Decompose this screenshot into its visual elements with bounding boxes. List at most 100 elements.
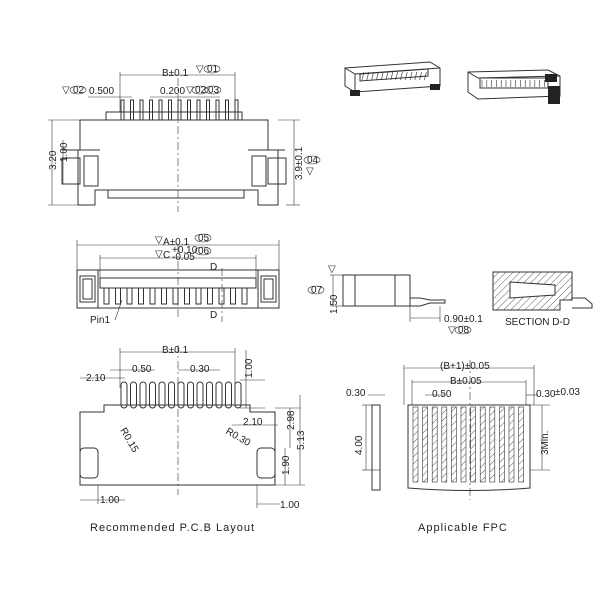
pcb-pad — [158, 381, 166, 409]
section-d-top: D — [210, 262, 217, 273]
fpc-finger — [518, 406, 524, 483]
iso-pin — [385, 71, 389, 81]
pcb-pad — [206, 381, 213, 409]
svg-text:▽: ▽ — [306, 166, 314, 177]
pcb-h1: 2.98 — [286, 410, 297, 430]
dim-a-note: 05 — [198, 233, 210, 244]
fpc-finger — [431, 406, 438, 483]
front-pin — [187, 99, 191, 121]
front-height-right-note: 04 — [307, 155, 319, 166]
dim-c: C — [163, 250, 170, 261]
dim-a: A±0.1 — [163, 237, 189, 248]
fpc-inner: B±0.05 — [450, 376, 482, 387]
fpc-finger — [460, 406, 467, 483]
front-top-note: 01 — [207, 64, 219, 75]
pcb-layout: B±0.1 2.10 0.50 0.30 1.00 R0.15 R0.30 2.… — [79, 345, 307, 534]
top-pin — [138, 287, 144, 305]
pcb-bottom-left: 1.00 — [100, 495, 120, 506]
top-pin — [195, 287, 202, 305]
front-pin — [130, 99, 134, 121]
iso-pin — [390, 71, 394, 81]
fpc-thickness-left: 0.30 — [346, 388, 366, 399]
top-pin — [207, 287, 213, 305]
fpc-finger — [479, 406, 486, 483]
pcb-pad — [215, 381, 223, 409]
front-pin — [196, 99, 201, 121]
svg-text:▽: ▽ — [186, 85, 194, 96]
dim-c-note: 06 — [198, 246, 210, 257]
pcb-h3: 1.90 — [281, 455, 292, 475]
pcb-pad — [168, 381, 175, 409]
pitch-right-note-2: 03 — [208, 85, 220, 96]
fpc-thickness-right-tol: ±0.03 — [555, 387, 580, 398]
front-pin — [168, 99, 172, 121]
svg-text:▽: ▽ — [62, 85, 70, 96]
dim-c-tol-plus: +0.10 — [172, 245, 198, 256]
pcb-pad — [149, 381, 156, 409]
iso-view-1 — [344, 61, 441, 96]
fpc-finger — [499, 406, 505, 483]
iso-pin — [400, 71, 403, 81]
fpc-finger — [470, 406, 476, 483]
iso-pin — [409, 71, 413, 81]
pcb-radius-left: R0.15 — [117, 426, 140, 455]
fpc-finger — [451, 406, 457, 483]
pcb-pad — [196, 381, 204, 409]
top-pin — [161, 287, 167, 305]
top-pin — [218, 287, 225, 305]
fpc-finger — [441, 406, 448, 483]
fpc-finger — [422, 406, 428, 483]
pcb-pad-len: 1.00 — [244, 358, 255, 378]
pcb-left-dim: 2.10 — [86, 373, 106, 384]
fpc-finger — [508, 406, 515, 483]
front-pin — [225, 99, 229, 121]
fpc-caption: Applicable FPC — [418, 522, 508, 534]
section-d-bottom: D — [210, 310, 217, 321]
fpc-length: 4.00 — [354, 435, 365, 455]
dim-c-tol-minus: -0.05 — [172, 252, 195, 263]
section-d-d: SECTION D-D — [492, 271, 593, 328]
side-note-07: 07 — [311, 285, 323, 296]
front-pin — [149, 99, 153, 121]
section-label: SECTION D-D — [505, 317, 570, 328]
pcb-pad — [139, 381, 147, 409]
pcb-pitch-right: 0.30 — [190, 364, 210, 375]
pcb-bottom-right: 1.00 — [280, 500, 300, 511]
front-pin — [120, 99, 125, 121]
iso-pin — [366, 71, 370, 81]
side-offset: 0.90±0.1 — [444, 314, 483, 325]
iso-pin — [376, 71, 379, 81]
front-pin — [206, 99, 210, 121]
pcb-pad — [234, 381, 242, 409]
top-pin — [230, 287, 236, 305]
fpc-pitch: 0.50 — [432, 389, 452, 400]
front-pin — [158, 99, 163, 121]
front-height-right: 3.9±0.1 — [294, 146, 305, 180]
pcb-pad — [120, 381, 128, 409]
front-pin — [215, 99, 220, 121]
fpc: 4.00 0.30 (B+1)±0.05 B±0.05 0.50 0.30 ±0… — [346, 360, 580, 534]
pin1-label: Pin1 — [90, 315, 110, 326]
pcb-radius-right: R0.30 — [224, 426, 253, 449]
iso-pin — [424, 71, 427, 81]
iso-pin — [371, 71, 374, 81]
pcb-h2: 5.13 — [296, 430, 307, 450]
iso-pin — [395, 71, 398, 81]
top-pin — [115, 287, 121, 305]
side-height: 1.50 — [329, 294, 340, 314]
fpc-overall: (B+1)±0.05 — [440, 361, 490, 372]
pcb-caption: Recommended P.C.B Layout — [90, 522, 255, 534]
fpc-finger — [412, 406, 419, 483]
side-offset-note: 08 — [458, 325, 470, 336]
front-height-small: 1.00 — [59, 142, 70, 162]
front-top-dim: B±0.1 — [162, 68, 188, 79]
top-pin — [126, 287, 133, 305]
pcb-pad — [177, 381, 185, 409]
front-view: B±0.1 ▽ 01 ▽ 02 0.500 0.200 ▽ 02 03 3.20… — [48, 64, 321, 212]
top-view: ▽ A±0.1 05 ▽ C +0.10 -0.05 06 D D Pin1 — [76, 233, 280, 326]
fpc-finger — [489, 406, 496, 483]
front-pin — [234, 99, 239, 121]
iso-view-2 — [467, 69, 561, 104]
iso-pin — [414, 71, 418, 81]
